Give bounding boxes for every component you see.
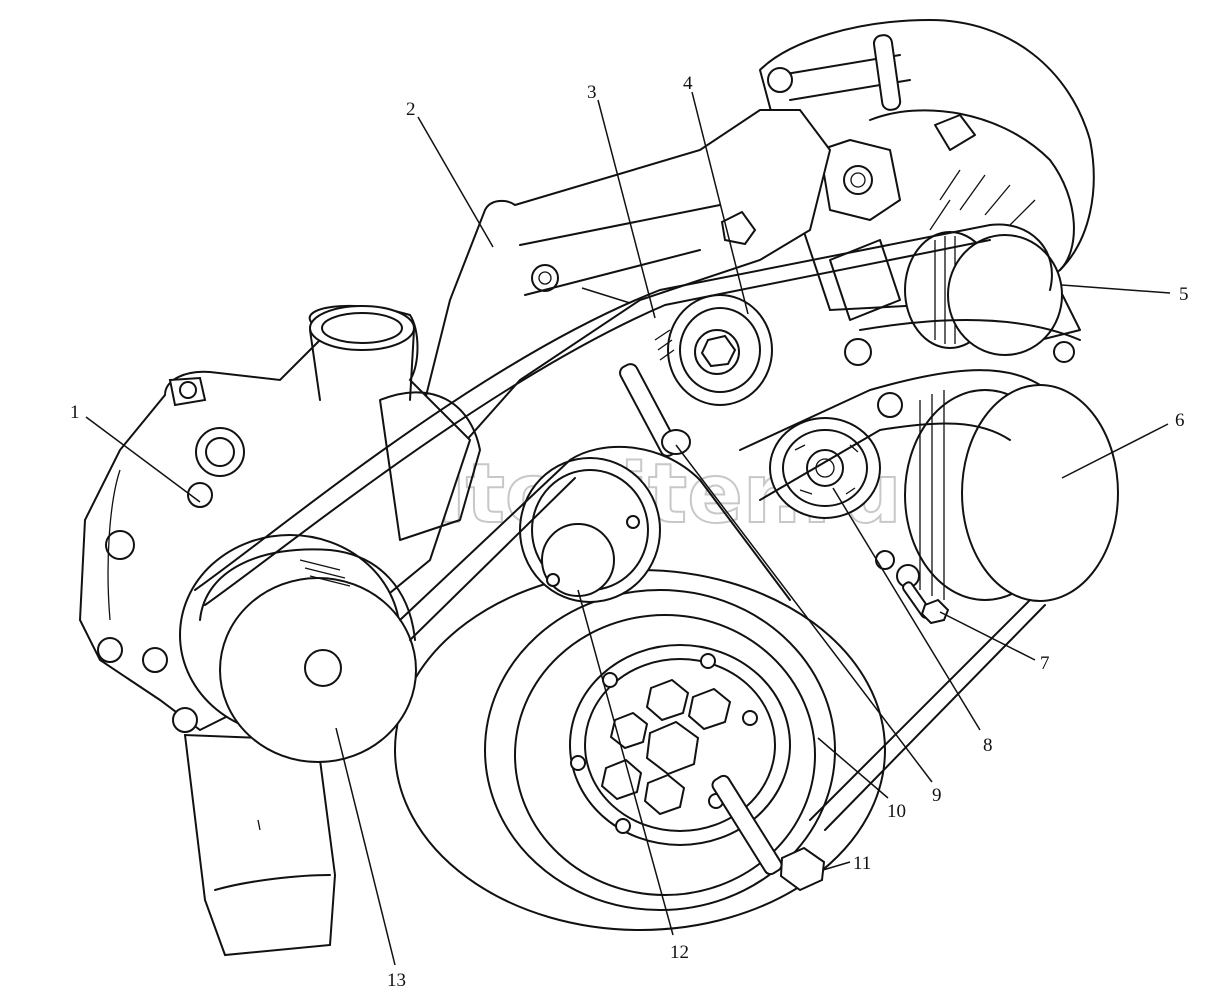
callout-4: 4 xyxy=(683,73,693,94)
auxiliary-idler xyxy=(769,417,881,519)
compressor-pulley xyxy=(859,319,1119,602)
callout-5: 5 xyxy=(1179,284,1189,305)
callout-2: 2 xyxy=(406,99,416,120)
callout-labels: 1 2 3 4 5 6 7 8 9 10 11 12 13 xyxy=(70,73,1189,991)
callout-1: 1 xyxy=(70,402,80,423)
leader-lines xyxy=(85,91,1171,966)
mounting-bolt xyxy=(902,581,950,625)
tensioner-shaft xyxy=(619,363,691,457)
damper-bolt xyxy=(711,774,826,892)
callout-11: 11 xyxy=(853,853,871,874)
callout-7: 7 xyxy=(1040,653,1050,674)
callout-6: 6 xyxy=(1175,410,1185,431)
callout-10: 10 xyxy=(887,801,906,822)
mounting-bracket xyxy=(418,109,832,472)
water-pump-pulley xyxy=(179,534,417,763)
callout-13: 13 xyxy=(387,970,406,991)
idler-pulley xyxy=(519,457,661,603)
tensioner-pulley xyxy=(654,294,773,406)
drive-belt xyxy=(194,223,1053,831)
water-pump-housing xyxy=(78,304,481,733)
alternator-pulley xyxy=(904,231,1063,356)
coolant-pipe xyxy=(183,733,337,957)
callout-12: 12 xyxy=(670,942,689,963)
callout-9: 9 xyxy=(932,785,942,806)
callout-8: 8 xyxy=(983,735,993,756)
callout-3: 3 xyxy=(587,82,597,103)
